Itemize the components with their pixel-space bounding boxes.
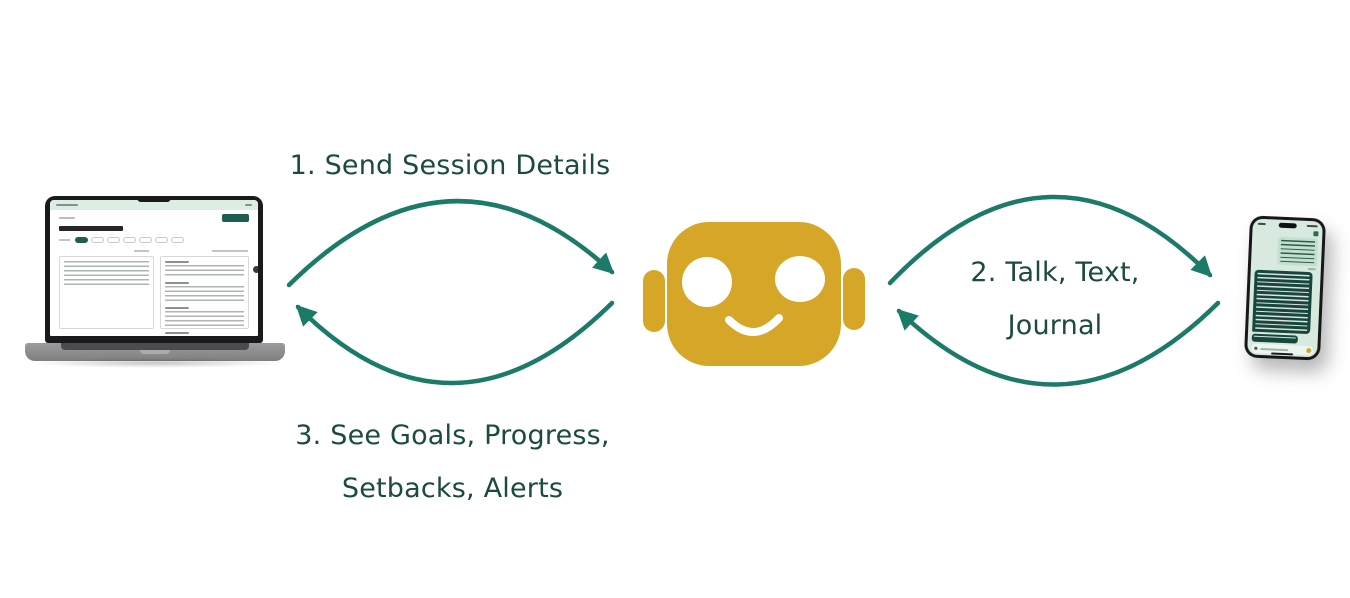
step2-line2: Journal bbox=[1007, 310, 1103, 341]
arrow-robot-to-laptop bbox=[295, 300, 615, 386]
chat-header-icon bbox=[1313, 231, 1319, 237]
summary-paragraph bbox=[165, 282, 244, 303]
robot-face-icon bbox=[643, 222, 865, 366]
summary-paragraph bbox=[165, 332, 244, 336]
right-column-label-placeholder bbox=[212, 250, 248, 252]
status-time-placeholder bbox=[1257, 222, 1266, 226]
laptop-keyboard-well bbox=[61, 343, 249, 350]
input-placeholder-text bbox=[1260, 347, 1289, 351]
robot-smile bbox=[725, 314, 783, 336]
home-indicator bbox=[1271, 352, 1294, 356]
text-lines-placeholder bbox=[1253, 335, 1296, 342]
paragraph-heading-placeholder bbox=[165, 261, 189, 263]
assistant-message-bubble-short bbox=[1251, 333, 1298, 344]
filter-pill bbox=[171, 237, 184, 243]
laptop-shadow bbox=[29, 358, 281, 368]
laptop-illustration bbox=[25, 195, 285, 370]
text-lines-placeholder bbox=[64, 261, 149, 287]
text-lines-placeholder bbox=[1255, 272, 1310, 332]
summary-paragraph bbox=[165, 261, 244, 278]
step2-line1: 2. Talk, Text, bbox=[970, 257, 1140, 288]
primary-button-placeholder bbox=[222, 214, 249, 222]
paragraph-heading-placeholder bbox=[165, 307, 189, 309]
arrow-phone-to-robot bbox=[896, 300, 1221, 387]
session-notes-box bbox=[59, 256, 154, 329]
paragraph-heading-placeholder bbox=[165, 282, 189, 284]
session-summary-box bbox=[160, 256, 249, 334]
dashboard-page-mockup bbox=[50, 210, 258, 335]
filter-pill bbox=[91, 237, 104, 243]
scroll-dot bbox=[253, 266, 258, 273]
laptop-display bbox=[50, 200, 258, 336]
summary-paragraph bbox=[165, 307, 244, 328]
browser-controls-placeholder bbox=[245, 204, 252, 206]
text-lines-placeholder bbox=[165, 265, 244, 278]
step1-label: 1. Send Session Details bbox=[210, 147, 690, 185]
step3-label: 3. See Goals, Progress, Setbacks, Alerts bbox=[200, 409, 705, 515]
laptop-base bbox=[25, 343, 285, 361]
mic-icon bbox=[1306, 347, 1312, 354]
filter-pill bbox=[155, 237, 168, 243]
robot-left-ear bbox=[643, 270, 665, 332]
filter-pill-row bbox=[59, 237, 184, 243]
step1-text: 1. Send Session Details bbox=[289, 150, 611, 181]
user-message-bubble bbox=[1277, 236, 1319, 267]
read-receipt-placeholder bbox=[1307, 267, 1316, 271]
phone-screen bbox=[1247, 218, 1323, 358]
laptop-camera-notch bbox=[137, 196, 171, 202]
filter-pill-active bbox=[75, 237, 88, 243]
paragraph-heading-placeholder bbox=[165, 332, 189, 334]
pill-row-label-placeholder bbox=[59, 239, 70, 241]
robot-left-eye bbox=[682, 257, 732, 307]
step3-line2: Setbacks, Alerts bbox=[341, 473, 564, 504]
step2-label: 2. Talk, Text, Journal bbox=[905, 246, 1205, 352]
step3-line1: 3. See Goals, Progress, bbox=[295, 420, 610, 451]
filter-pill bbox=[107, 237, 120, 243]
filter-pill bbox=[123, 237, 136, 243]
session-title-placeholder bbox=[59, 226, 123, 231]
phone-illustration bbox=[1243, 215, 1327, 361]
browser-chrome-bar bbox=[50, 200, 258, 210]
arrow-robot-to-phone bbox=[887, 194, 1213, 286]
arrow-laptop-to-robot bbox=[286, 198, 615, 288]
browser-url-placeholder bbox=[56, 204, 78, 206]
left-column-label-placeholder bbox=[134, 250, 149, 252]
robot-right-eye bbox=[775, 256, 825, 302]
dynamic-island bbox=[1278, 222, 1297, 229]
text-lines-placeholder bbox=[165, 311, 244, 328]
laptop-thumb-scoop bbox=[140, 350, 170, 354]
back-link-placeholder bbox=[59, 217, 75, 219]
text-lines-placeholder bbox=[165, 286, 244, 303]
filter-pill bbox=[139, 237, 152, 243]
laptop-screen-bezel bbox=[45, 196, 263, 343]
phone-frame bbox=[1243, 215, 1327, 361]
plus-icon bbox=[1254, 346, 1258, 350]
status-icons-placeholder bbox=[1306, 224, 1318, 228]
robot-right-ear bbox=[843, 268, 865, 330]
assistant-message-bubble bbox=[1252, 269, 1313, 335]
text-lines-placeholder bbox=[1280, 239, 1316, 264]
